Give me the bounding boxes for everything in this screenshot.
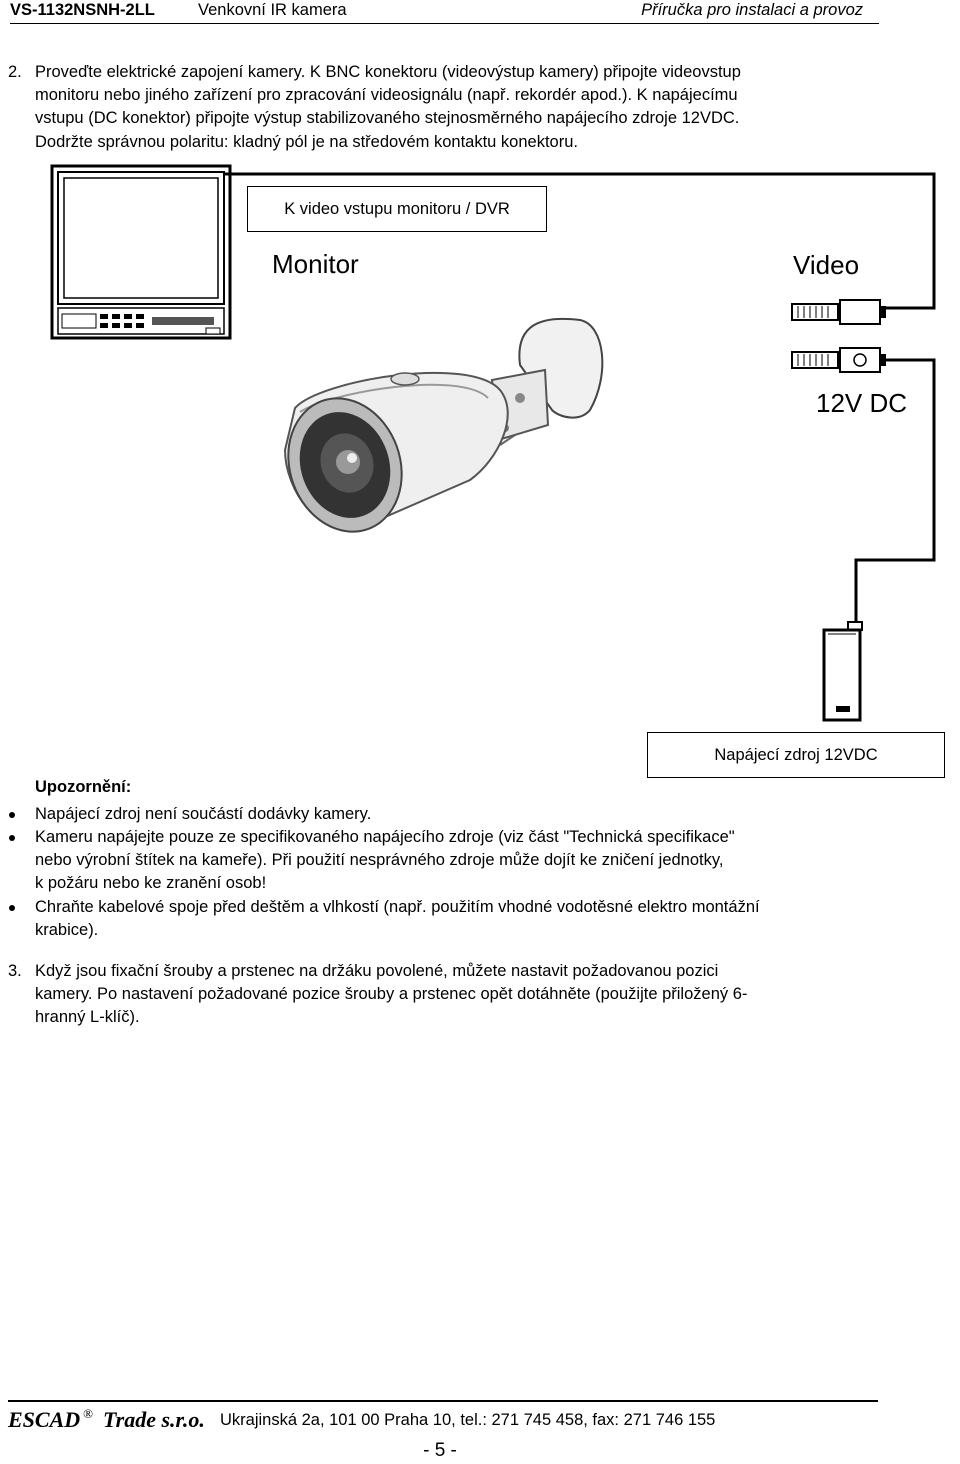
step-number: 2. bbox=[8, 63, 22, 81]
monitor-illustration bbox=[50, 164, 232, 340]
step-text: Proveďte elektrické zapojení kamery. K B… bbox=[35, 61, 875, 154]
text-line: Napájecí zdroj není součástí dodávky kam… bbox=[35, 805, 372, 823]
step-3-paragraph: 3. Když jsou fixační šrouby a prstenec n… bbox=[8, 960, 878, 1032]
text-line: kamery. Po nastavení požadované pozice š… bbox=[35, 985, 748, 1004]
step-text: Když jsou fixační šrouby a prstenec na d… bbox=[35, 960, 875, 1030]
text-line: k požáru nebo ke zranění osob! bbox=[35, 874, 267, 893]
monitor-label: Monitor bbox=[272, 249, 359, 279]
text-line: vstupu (DC konektor) připojte výstup sta… bbox=[35, 109, 740, 128]
power-supply-callout: Napájecí zdroj 12VDC bbox=[647, 732, 945, 778]
camera-illustration bbox=[283, 317, 604, 533]
company-address: Ukrajinská 2a, 101 00 Praha 10, tel.: 27… bbox=[220, 1411, 716, 1429]
step-number: 3. bbox=[8, 962, 22, 980]
registered-mark: ® bbox=[83, 1406, 94, 1421]
manual-title: Příručka pro instalaci a provoz bbox=[641, 1, 863, 19]
model-number: VS-1132NSNH-2LL bbox=[10, 1, 155, 19]
page-number: - 5 - bbox=[423, 1440, 457, 1461]
text-line: Chraňte kabelové spoje před deštěm a vlh… bbox=[35, 898, 760, 916]
text-line: monitoru nebo jiného zařízení pro zpraco… bbox=[35, 86, 738, 105]
bullet-icon bbox=[9, 905, 15, 911]
power-adapter bbox=[822, 621, 863, 722]
text-line: Dodržte správnou polaritu: kladný pól je… bbox=[35, 132, 578, 151]
page-header: VS-1132NSNH-2LL Venkovní IR kamera Příru… bbox=[10, 0, 879, 24]
text-line: Když jsou fixační šrouby a prstenec na d… bbox=[35, 962, 719, 980]
bullet-icon bbox=[9, 812, 15, 818]
warning-title: Upozornění: bbox=[35, 778, 132, 796]
video-input-callout: K video vstupu monitoru / DVR bbox=[247, 186, 547, 232]
text-line: Kameru napájejte pouze ze specifikovanéh… bbox=[35, 828, 735, 846]
bullet-icon bbox=[9, 835, 15, 841]
video-label: Video bbox=[793, 250, 859, 280]
text-line: nebo výrobní štítek na kameře). Při použ… bbox=[35, 851, 724, 870]
wiring-diagram: Monitor Video 12V DC bbox=[50, 164, 936, 722]
dc-label: 12V DC bbox=[816, 388, 907, 418]
company-name: ESCAD®Trade s.r.o. bbox=[8, 1406, 205, 1432]
footer-divider bbox=[8, 1400, 878, 1402]
step-2-paragraph: 2. Proveďte elektrické zapojení kamery. … bbox=[8, 61, 878, 157]
dc-connector bbox=[791, 347, 886, 373]
text-line: Proveďte elektrické zapojení kamery. K B… bbox=[35, 63, 741, 81]
text-line: krabice). bbox=[35, 921, 99, 940]
page-footer: ESCAD®Trade s.r.o. Ukrajinská 2a, 101 00… bbox=[8, 1404, 888, 1438]
text-line: hranný L-klíč). bbox=[35, 1008, 140, 1027]
bnc-connector bbox=[791, 299, 886, 325]
product-subtitle: Venkovní IR kamera bbox=[198, 1, 347, 19]
